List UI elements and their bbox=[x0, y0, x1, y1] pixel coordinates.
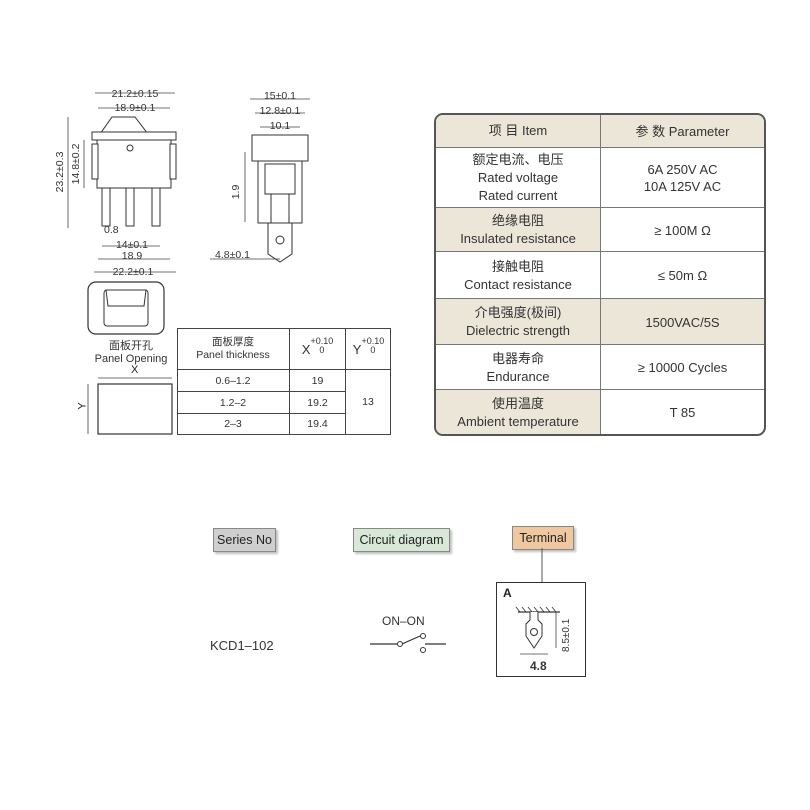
y-tol-lower: 0 bbox=[370, 345, 376, 355]
spec-dielectric-en: Dielectric strength bbox=[465, 323, 571, 338]
spec-dielectric-value: 1500VAC/5S bbox=[645, 314, 720, 330]
front-view-drawing: 21.2±0.15 18.9±0.1 23.2±0.3 14.8±0.2 0.8… bbox=[54, 88, 177, 278]
dim-side-gap: 1.9 bbox=[230, 185, 242, 200]
dim-base-outer: 22.2±0.1 bbox=[113, 266, 154, 278]
terminal-width-dim: 4.8 bbox=[530, 659, 547, 673]
spec-header-row: 项 目 Item 参 数 Parameter bbox=[436, 115, 764, 147]
on-on-switch-symbol bbox=[370, 633, 446, 653]
thickness-row-2: 1.2–2 bbox=[219, 396, 247, 409]
terminal-type: A bbox=[503, 586, 512, 600]
spec-row-insulation: 绝缘电阻 Insulated resistance ≥ 100M Ω bbox=[436, 207, 764, 252]
spec-rated-value-1: 6A 250V AC bbox=[647, 162, 718, 177]
panel-opening-rect bbox=[87, 377, 173, 435]
spec-insulation-value: ≥ 100M Ω bbox=[654, 222, 711, 238]
spec-row-rated: 额定电流、电压 Rated voltage Rated current 6A 2… bbox=[436, 147, 764, 208]
spec-insulation-en: Insulated resistance bbox=[460, 231, 576, 246]
thickness-row-3: 2–3 bbox=[224, 418, 242, 430]
dim-side-mid: 12.8±0.1 bbox=[260, 105, 301, 117]
x-tol-upper: +0.10 bbox=[310, 336, 334, 346]
panel-y-label: Y bbox=[76, 402, 89, 410]
dim-pin-width: 0.8 bbox=[104, 224, 119, 236]
dim-height-total: 23.2±0.3 bbox=[54, 151, 66, 192]
x-row-2: 19.2 bbox=[307, 396, 328, 409]
dim-width-inner: 18.9±0.1 bbox=[115, 102, 156, 114]
x-header-letter: X bbox=[301, 341, 311, 357]
x-row-1: 19 bbox=[311, 374, 324, 387]
dim-pin-pitch: 14±0.1 bbox=[116, 239, 148, 251]
terminal-tag: Terminal bbox=[512, 526, 574, 550]
panel-thickness-header-cn: 面板厚度 bbox=[212, 336, 254, 348]
circuit-diagram-tag: Circuit diagram bbox=[353, 528, 450, 552]
panel-opening-en: Panel Opening bbox=[94, 353, 168, 365]
panel-opening-cn: 面板开孔 bbox=[109, 340, 153, 352]
spec-rated-value-2: 10A 125V AC bbox=[643, 179, 722, 194]
spec-header-item: 项 目 Item bbox=[436, 115, 601, 147]
series-no-tag: Series No bbox=[213, 528, 276, 552]
spec-endurance-value: ≥ 10000 Cycles bbox=[637, 360, 728, 375]
y-header-letter: Y bbox=[352, 341, 362, 357]
panel-thickness-header-en: Panel thickness bbox=[196, 349, 270, 361]
spec-row-temperature: 使用温度 Ambient temperature T 85 bbox=[436, 389, 764, 434]
side-view-drawing: 15±0.1 12.8±0.1 10.1 1.9 4.8±0.1 bbox=[210, 90, 310, 263]
y-value: 13 bbox=[362, 396, 374, 408]
spec-dielectric-cn: 介电强度(极间) bbox=[474, 305, 562, 320]
spec-temperature-cn: 使用温度 bbox=[491, 395, 544, 411]
panel-x-label: X bbox=[131, 364, 139, 376]
x-tol-lower: 0 bbox=[319, 345, 325, 355]
spec-insulation-cn: 绝缘电阻 bbox=[491, 213, 544, 228]
spec-endurance-cn: 电器寿命 bbox=[491, 350, 544, 366]
terminal-height-dim: 8.5±0.1 bbox=[561, 618, 572, 652]
spec-rated-voltage: Rated voltage bbox=[477, 170, 559, 185]
series-value: KCD1–102 bbox=[210, 638, 274, 653]
dim-side-inner: 10.1 bbox=[270, 120, 291, 132]
dim-height-body: 14.8±0.2 bbox=[70, 143, 82, 184]
y-tol-upper: +0.10 bbox=[361, 336, 385, 346]
x-row-3: 19.4 bbox=[307, 418, 328, 430]
circuit-value: ON–ON bbox=[382, 614, 425, 628]
spec-temperature-value: T 85 bbox=[669, 405, 696, 420]
spec-header-param: 参 数 Parameter bbox=[635, 123, 730, 139]
terminal-connector-line bbox=[541, 548, 543, 583]
dim-width-outer: 21.2±0.15 bbox=[112, 88, 159, 100]
dim-base-inner: 18.9 bbox=[122, 250, 143, 262]
spec-contact-en: Contact resistance bbox=[464, 276, 572, 292]
spec-row-dielectric: 介电强度(极间) Dielectric strength 1500VAC/5S bbox=[436, 298, 764, 345]
y-header: Y +0.10 0 bbox=[345, 329, 391, 369]
specification-table: 项 目 Item 参 数 Parameter 额定电流、电压 Rated vol… bbox=[434, 113, 766, 436]
dim-side-top: 15±0.1 bbox=[264, 90, 296, 102]
terminal-lug-drawing bbox=[515, 606, 560, 655]
spec-contact-value: ≤ 50m Ω bbox=[657, 268, 708, 283]
spec-row-endurance: 电器寿命 Endurance ≥ 10000 Cycles bbox=[436, 344, 764, 390]
spec-rated-cn: 额定电流、电压 bbox=[472, 152, 564, 167]
spec-contact-cn: 接触电阻 bbox=[491, 258, 544, 274]
spec-row-contact: 接触电阻 Contact resistance ≤ 50m Ω bbox=[436, 251, 764, 299]
panel-opening-label: 面板开孔 Panel Opening bbox=[88, 340, 174, 366]
panel-thickness-header: 面板厚度 Panel thickness bbox=[178, 329, 288, 369]
panel-thickness-table: 面板厚度 Panel thickness X +0.10 0 Y +0.10 0… bbox=[177, 328, 391, 435]
spec-temperature-en: Ambient temperature bbox=[457, 413, 579, 429]
spec-endurance-en: Endurance bbox=[486, 368, 550, 384]
spec-rated-current: Rated current bbox=[478, 188, 558, 203]
rocker-top-view bbox=[87, 281, 165, 335]
dim-terminal-width: 4.8±0.1 bbox=[215, 249, 250, 261]
thickness-row-1: 0.6–1.2 bbox=[215, 374, 251, 387]
x-header: X +0.10 0 bbox=[289, 329, 345, 369]
